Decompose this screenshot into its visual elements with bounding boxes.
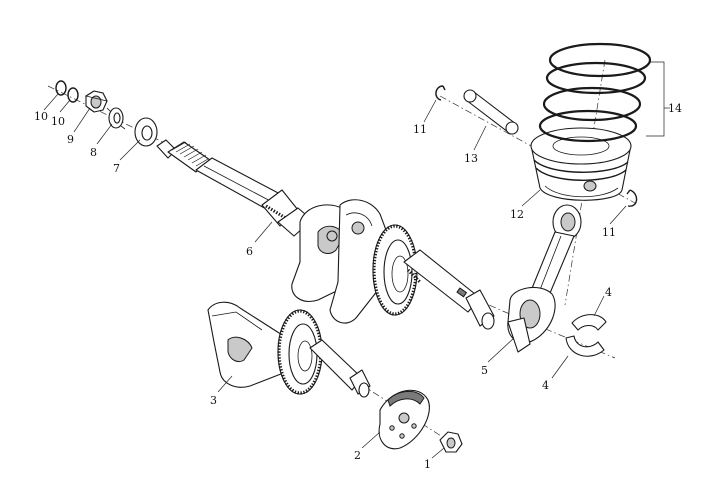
callout-6: 6 xyxy=(246,245,253,258)
callout-13: 13 xyxy=(464,152,478,165)
bearing-shell-4a xyxy=(571,314,607,331)
callout-4b: 4 xyxy=(542,379,549,392)
callout-11a: 11 xyxy=(413,123,427,136)
piston-pin-circlip-11a xyxy=(435,85,446,101)
callout-labels: 10 10 9 8 7 6 5 4 4 3 2 1 11 11 12 13 14 xyxy=(34,102,682,471)
balance-shaft-3 xyxy=(207,301,371,398)
callout-9: 9 xyxy=(67,133,74,146)
circlip-10b xyxy=(67,87,79,103)
lock-washer-8 xyxy=(106,107,126,130)
callout-10a: 10 xyxy=(34,110,48,123)
callout-1: 1 xyxy=(424,458,431,471)
piston-pin-13 xyxy=(463,89,519,135)
callout-7: 7 xyxy=(113,162,120,175)
crankshaft-6 xyxy=(156,139,495,330)
callout-8: 8 xyxy=(90,146,97,159)
leader-lines xyxy=(43,93,670,459)
callout-5: 5 xyxy=(481,364,488,377)
piston-rings-14 xyxy=(538,42,665,143)
nut-1 xyxy=(439,431,463,453)
callout-12: 12 xyxy=(510,208,524,221)
hex-nut-9 xyxy=(84,90,108,113)
callout-4a: 4 xyxy=(605,286,612,299)
bearing-shell-4b xyxy=(565,335,605,357)
callout-3: 3 xyxy=(210,394,217,407)
callout-11b: 11 xyxy=(602,226,616,239)
piston-pin-circlip-11b xyxy=(626,189,638,207)
flange-2 xyxy=(378,389,430,450)
circlip-10a xyxy=(55,80,67,96)
connecting-rod-5 xyxy=(507,204,582,353)
callout-2: 2 xyxy=(354,449,361,462)
flat-washer-7 xyxy=(134,117,158,147)
callout-14: 14 xyxy=(668,102,682,115)
callout-10b: 10 xyxy=(51,115,65,128)
